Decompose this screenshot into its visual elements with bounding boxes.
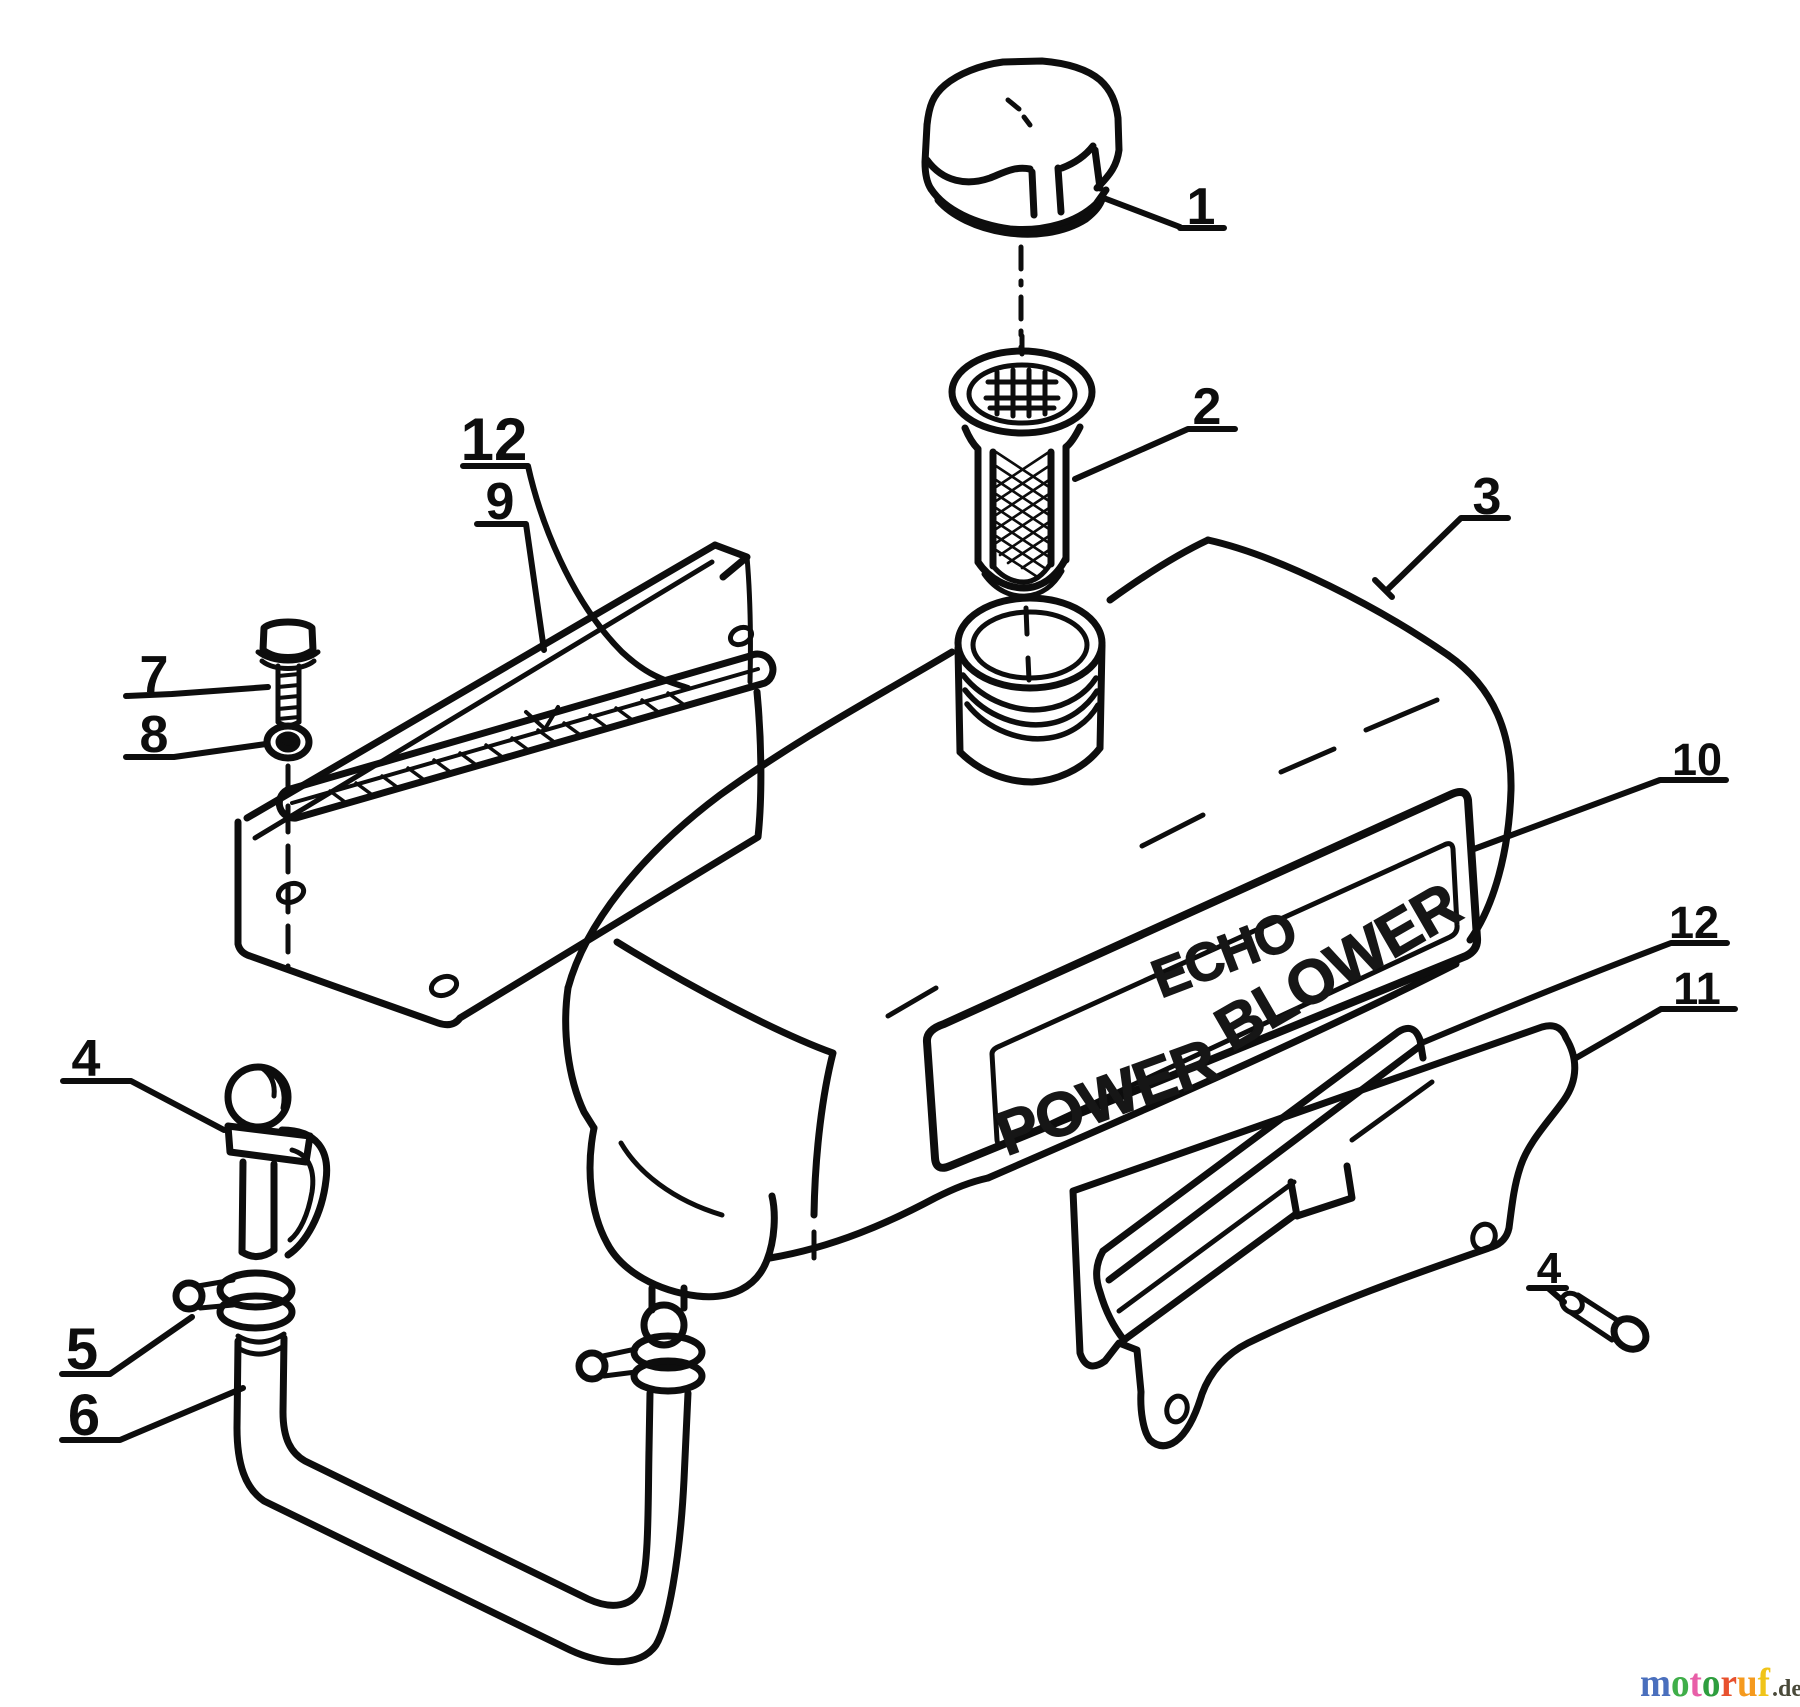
svg-text:7: 7 [140,646,169,704]
svg-text:motoruf: motoruf [1640,1660,1771,1705]
svg-text:8: 8 [140,706,169,764]
svg-text:4: 4 [1537,1244,1562,1293]
svg-text:.de: .de [1772,1676,1800,1702]
svg-text:5: 5 [66,1317,98,1382]
svg-text:4: 4 [72,1030,101,1088]
svg-text:3: 3 [1473,468,1502,526]
svg-text:2: 2 [1193,378,1222,436]
svg-text:10: 10 [1672,734,1722,785]
svg-text:11: 11 [1673,963,1721,1014]
svg-text:12: 12 [1669,897,1719,948]
svg-text:6: 6 [68,1383,100,1448]
svg-text:12: 12 [461,406,528,473]
svg-text:1: 1 [1187,178,1216,236]
svg-text:9: 9 [486,473,515,531]
